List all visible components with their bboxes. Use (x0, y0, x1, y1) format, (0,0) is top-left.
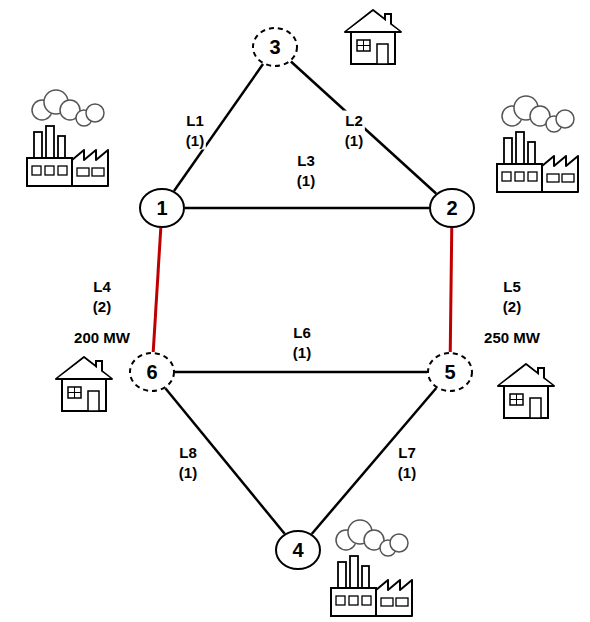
load-bus-circle: 6 (129, 352, 175, 392)
bus-number: 4 (292, 540, 303, 560)
transmission-line (450, 228, 452, 352)
capacity-label: 200 MW (72, 328, 132, 348)
bus-number: 5 (444, 362, 455, 382)
load-bus-circle: 3 (252, 27, 298, 67)
bus-ellipse (430, 189, 474, 227)
load-bus-circle: 5 (427, 352, 473, 392)
bus-ellipse (276, 531, 320, 569)
factory-icon (497, 96, 578, 192)
transmission-line (175, 371, 427, 374)
house-icon (56, 357, 112, 411)
line-label: L8 (1) (177, 443, 199, 482)
transmission-line (174, 64, 263, 191)
generator-bus-circle: 2 (429, 188, 475, 228)
capacity-label: 250 MW (482, 328, 542, 348)
line-label: L7 (1) (396, 443, 418, 482)
bus-ellipse (428, 353, 472, 391)
line-label: L6 (1) (291, 323, 313, 362)
line-label: L4 (2) (91, 277, 113, 316)
house-icon (498, 364, 554, 418)
line-label: L5 (2) (501, 277, 523, 316)
line-label: L3 (1) (295, 151, 317, 190)
bus-ellipse (140, 189, 184, 227)
bus-ellipse (130, 353, 174, 391)
house-icon (345, 10, 401, 64)
bus-number: 1 (156, 198, 167, 218)
bus-number: 6 (146, 362, 157, 382)
factory-icon (331, 520, 412, 616)
factory-icon (27, 90, 108, 186)
generator-bus-circle: 4 (275, 530, 321, 570)
generator-bus-circle: 1 (139, 188, 185, 228)
transmission-line (185, 207, 429, 210)
transmission-line (165, 388, 284, 533)
line-label: L2 (1) (343, 111, 365, 150)
transmission-line (312, 388, 437, 534)
bus-ellipse (253, 28, 297, 66)
transmission-line (291, 61, 436, 193)
bus-number: 3 (269, 37, 280, 57)
line-label: L1 (1) (184, 111, 206, 150)
bus-number: 2 (446, 198, 457, 218)
transmission-line (153, 228, 161, 352)
